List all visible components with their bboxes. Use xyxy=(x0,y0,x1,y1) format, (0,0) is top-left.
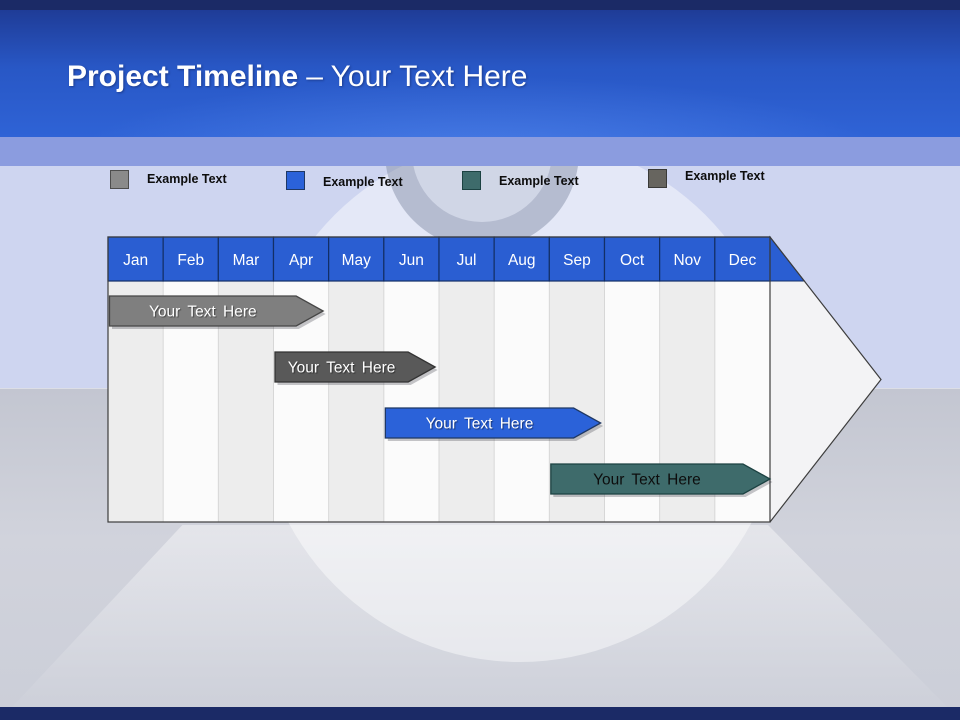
month-cell xyxy=(548,236,606,282)
legend-label: Example Text xyxy=(499,174,579,188)
column xyxy=(383,281,439,522)
task-bar-label: Your Text Here xyxy=(288,360,396,377)
column xyxy=(439,281,495,522)
task-bar-label: Your Text Here xyxy=(593,472,701,489)
timeline-reflection: JanFebMarAprMayJunJulAugSepOctNovDecYour… xyxy=(105,523,895,638)
slide-title: Project Timeline– Your Text Here xyxy=(67,60,527,94)
header-band xyxy=(0,10,960,137)
month-cell xyxy=(438,236,495,282)
month-label: Apr xyxy=(289,252,313,269)
month-label: Nov xyxy=(673,252,701,269)
month-cell xyxy=(162,236,219,282)
month-label: Sep xyxy=(563,252,591,269)
top-strip xyxy=(0,0,960,10)
timeline-chart: Jan Feb Mar Apr May Jun Jul Aug Sep Oct Nov DecYour… xyxy=(107,235,882,523)
month-label: Dec xyxy=(729,252,757,269)
floor-light-fan xyxy=(0,525,960,720)
legend-item: Example Text xyxy=(110,170,227,189)
title-bold: Project Timeline xyxy=(67,60,299,93)
task-bar xyxy=(274,351,437,383)
month-label: Aug xyxy=(508,252,536,269)
column xyxy=(328,281,384,522)
header-glow xyxy=(0,10,960,137)
column xyxy=(494,281,550,522)
title-regular: – Your Text Here xyxy=(306,60,528,93)
task-bar-label: Your Text Here xyxy=(149,304,257,321)
month-cell xyxy=(714,236,771,282)
legend-item: Example Text xyxy=(648,169,765,188)
sub-band xyxy=(0,137,960,166)
month-label: Mar xyxy=(233,252,260,269)
legend-swatch xyxy=(110,170,129,189)
legend-item: Example Text xyxy=(286,171,403,192)
legend-label: Example Text xyxy=(147,172,227,186)
month-label: May xyxy=(342,252,372,269)
month-label: Jan xyxy=(123,252,148,269)
month-label: Feb xyxy=(177,252,204,269)
legend-swatch xyxy=(462,171,481,190)
legend-item: Example Text xyxy=(462,171,579,191)
month-cell xyxy=(107,236,164,282)
month-label: Oct xyxy=(620,252,645,269)
legend-swatch xyxy=(286,171,305,190)
legend-label: Example Text xyxy=(685,169,765,183)
footer-strip xyxy=(0,707,960,720)
month-label: Jul xyxy=(457,252,477,269)
task-bar xyxy=(384,407,602,439)
legend-label: Example Text xyxy=(323,175,403,189)
month-cell xyxy=(328,236,385,282)
timeline-arrowhead xyxy=(770,237,881,522)
task-bar xyxy=(550,463,772,495)
task-bar-label: Your Text Here xyxy=(426,416,534,433)
task-bar xyxy=(108,295,325,327)
month-label: Jun xyxy=(399,252,424,269)
legend-swatch xyxy=(648,169,667,188)
